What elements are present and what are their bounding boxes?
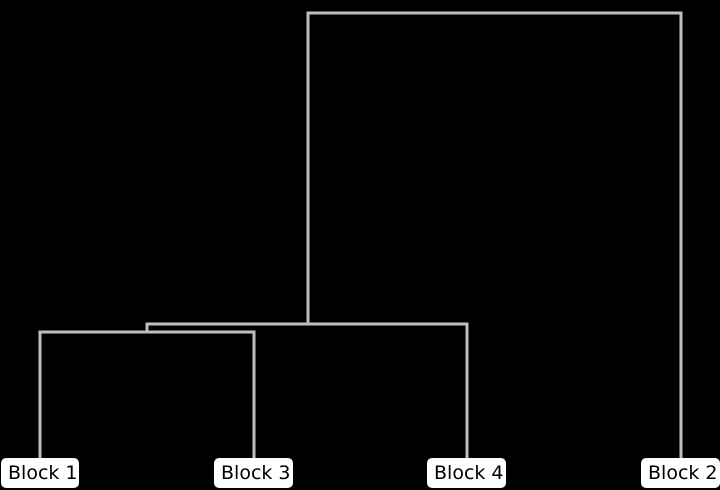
dendrogram-link-merge-2 [145,322,469,458]
dendrogram-link-merge-1 [38,330,256,458]
dendrogram-link-merge-3 [306,11,683,458]
leaf-label-block-4[interactable]: Block 4 [427,458,506,488]
leaf-label-block-2[interactable]: Block 2 [641,458,720,488]
leaf-label-block-3[interactable]: Block 3 [214,458,293,488]
leaf-label-block-1[interactable]: Block 1 [1,458,79,488]
